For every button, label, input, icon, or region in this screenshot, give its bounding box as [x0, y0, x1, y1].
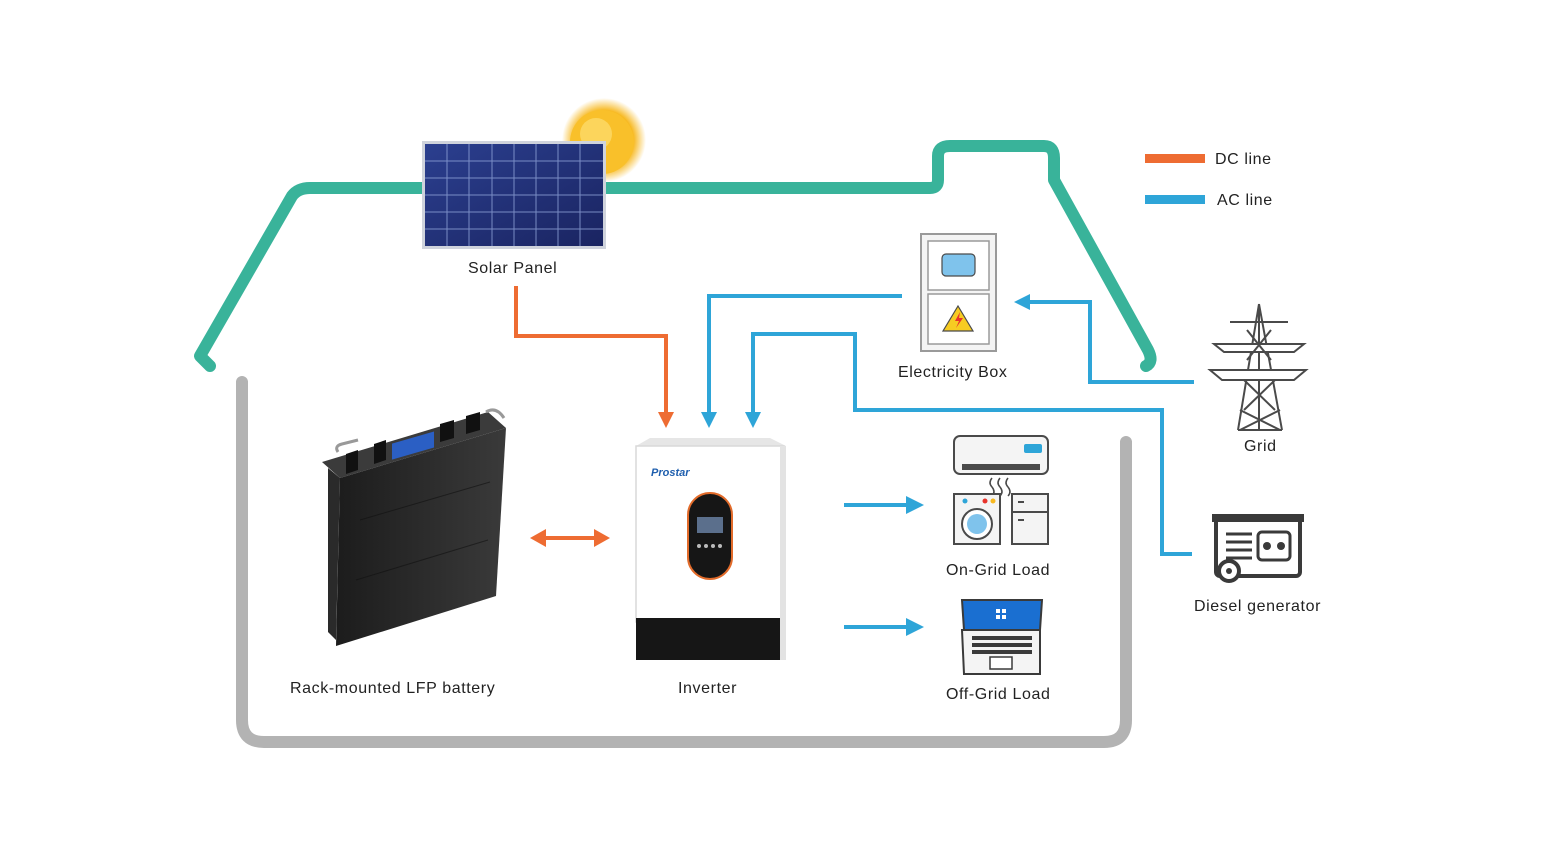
legend-ac-label: AC line [1217, 192, 1273, 209]
ac-line-grid-to-box [1030, 300, 1194, 384]
power-tower-icon [1207, 303, 1309, 431]
inverter-label: Inverter [678, 680, 737, 697]
legend: DC line AC line [1145, 151, 1273, 209]
electricity-box-label: Electricity Box [898, 364, 1007, 381]
off-grid-load-label: Off-Grid Load [946, 686, 1050, 703]
inverter-icon [635, 438, 786, 660]
diesel-generator-label: Diesel generator [1194, 598, 1321, 615]
dc-arrowhead-battery-left [530, 529, 546, 547]
ac-arrowhead-on-grid [906, 496, 924, 514]
inverter-brand-logo: Prostar [651, 467, 690, 479]
grid-label: Grid [1244, 438, 1277, 455]
on-grid-load-label: On-Grid Load [946, 562, 1050, 579]
legend-dc-label: DC line [1215, 151, 1272, 168]
legend-ac-swatch [1145, 195, 1205, 204]
ac-line-box-to-inverter [707, 294, 902, 418]
dc-arrowhead-solar [658, 412, 674, 428]
ac-arrowhead-grid [1014, 294, 1030, 310]
ac-line-generator-to-inverter [751, 332, 1192, 556]
electricity-box-icon [920, 233, 997, 352]
generator-icon [1212, 514, 1304, 583]
legend-dc-swatch [1145, 154, 1205, 163]
battery-label: Rack-mounted LFP battery [290, 680, 495, 697]
house-roof-line [194, 140, 1157, 372]
house-floor-line [236, 376, 1132, 748]
ac-arrowhead-generator [745, 412, 761, 428]
ac-arrowhead-box [701, 412, 717, 428]
solar-panel-label: Solar Panel [468, 260, 557, 277]
laptop-icon [960, 599, 1044, 675]
dc-arrowhead-battery-right [594, 529, 610, 547]
appliances-icon [953, 435, 1049, 545]
ac-arrowhead-off-grid [906, 618, 924, 636]
battery-icon [322, 408, 506, 646]
dc-line-solar-to-inverter [514, 286, 668, 418]
solar-panel-icon [422, 141, 606, 249]
